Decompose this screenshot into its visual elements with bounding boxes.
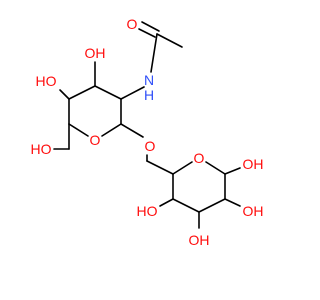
bond-b3-b4	[172, 198, 200, 213]
bond-c4-oh	[59, 89, 70, 100]
amide-hydrogen-label: H	[144, 87, 154, 103]
ring-oxygen-label: O	[90, 132, 101, 148]
atom-labels: O N H OH HO HO O O O OH OH OH HO	[31, 16, 264, 248]
bond-ch2-b5	[146, 160, 174, 175]
ring-oxygen-2-label: O	[194, 150, 205, 166]
anomeric-hydroxyl-label: OH	[243, 156, 264, 172]
bond-o1-c1	[101, 123, 122, 137]
bond-b4-oh	[159, 198, 174, 207]
bond-n-c2	[120, 86, 145, 100]
bond-c5-o1	[68, 123, 89, 137]
bond-b1-oh	[224, 167, 241, 175]
b3-hydroxyl-label: OH	[189, 232, 210, 248]
bond-c1-glyco-o	[120, 123, 144, 138]
structure-svg: O N H OH HO HO O O O OH OH OH HO	[31, 16, 264, 248]
b4-hydroxyl-label: HO	[137, 203, 158, 219]
bond-b2-oh	[224, 198, 241, 207]
bond-b5-o2	[172, 161, 193, 175]
carbonyl-oxygen-label: O	[127, 16, 138, 32]
c3-hydroxyl-label: OH	[85, 45, 106, 61]
c4-hydroxyl-label: HO	[36, 73, 57, 89]
bond-carbonyl-double-b	[141, 21, 160, 32]
bond-carbonyl-double-a	[138, 28, 156, 38]
amide-nitrogen-label: N	[144, 72, 154, 88]
bond-o2-b1	[205, 161, 226, 175]
bonds	[53, 21, 241, 229]
bond-c3-c4	[68, 85, 96, 100]
bond-carbonyl-n	[150, 33, 158, 73]
bond-b2-b3	[198, 198, 226, 213]
glycosidic-oxygen-label: O	[145, 138, 156, 154]
bond-c2-c3	[94, 85, 122, 100]
b2-hydroxyl-label: OH	[243, 203, 264, 219]
bond-ch3-carbonyl	[156, 33, 183, 48]
c6-hydroxyl-label: HO	[31, 141, 52, 157]
molecule-diagram: O N H OH HO HO O O O OH OH OH HO	[31, 16, 264, 248]
